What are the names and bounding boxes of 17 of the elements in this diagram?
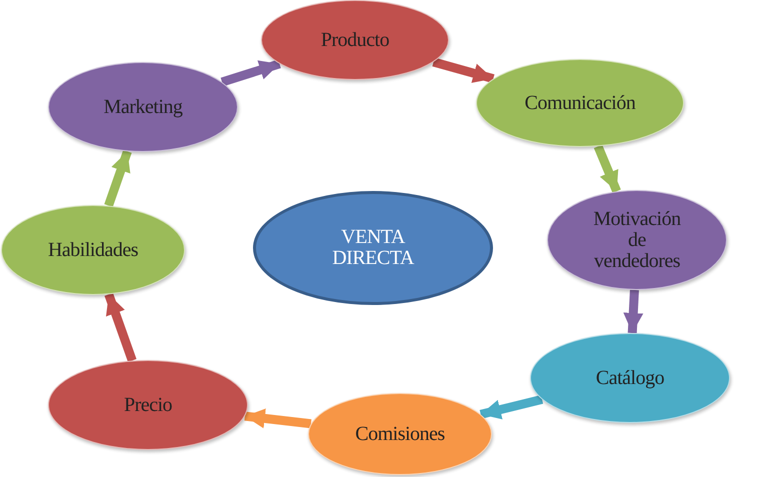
arrow [480,395,544,420]
node-label: Comunicación [524,92,636,114]
arrow [244,408,312,428]
arrow [432,58,494,84]
node-label: Motivación de vendedores [592,208,682,272]
arrow [594,144,621,193]
node-label: Catálogo [596,368,664,388]
node-label: Producto [320,30,390,50]
node-label: Marketing [104,96,182,118]
arrow [220,60,281,86]
node-label: VENTA DIRECTA [331,227,416,269]
arrow [104,150,132,208]
node-label: Comisiones [355,424,445,444]
node-label: Habilidades [48,240,138,260]
arrow [623,290,644,334]
arrow [104,292,136,362]
node-label: Precio [124,394,172,416]
